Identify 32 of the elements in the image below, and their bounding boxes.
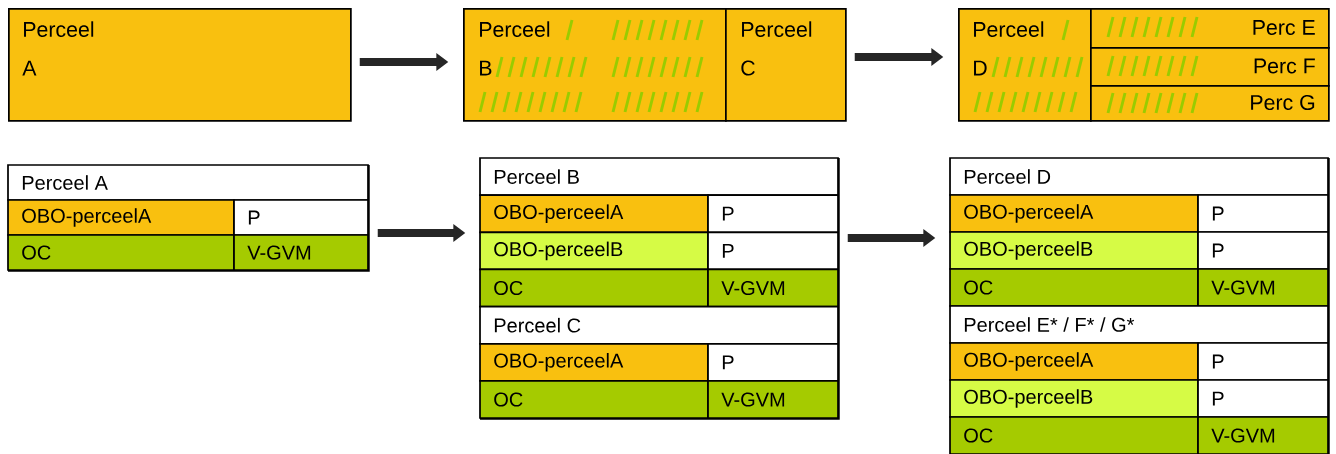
parcel-box: Perceel C: [725, 8, 847, 122]
table-cell: P: [1197, 379, 1329, 418]
parcel-box: Perceel D: [958, 8, 1092, 122]
table-cell: OC: [479, 268, 709, 308]
table-cell: V-GVM: [1197, 268, 1329, 307]
table-cell: V-GVM: [707, 380, 839, 419]
table-cell: OBO-perceelA: [479, 342, 709, 382]
table-cell: OC: [949, 416, 1199, 454]
table-cell: P: [233, 199, 369, 236]
parcel-box: Perc E: [1090, 8, 1330, 49]
table-cell: OC: [7, 234, 235, 271]
table-cell: P: [1197, 194, 1329, 233]
table-cell: OBO-perceelA: [479, 194, 709, 234]
table-cell: OBO-perceelA: [949, 342, 1199, 381]
table-cell: OBO-perceelB: [479, 231, 709, 271]
parcel-box: Perceel A: [8, 8, 352, 122]
table-cell: P: [1197, 231, 1329, 270]
table-cell: OBO-perceelB: [949, 231, 1199, 270]
table-cell: P: [707, 342, 839, 382]
table-cell: V-GVM: [1197, 416, 1329, 454]
table-cell: OC: [949, 268, 1199, 307]
table-cell: OBO-perceelA: [7, 199, 235, 236]
parcel-box: Perc G: [1090, 85, 1330, 122]
table-cell: OBO-perceelB: [949, 379, 1199, 418]
table-cell: P: [707, 231, 839, 271]
table-cell: P: [1197, 342, 1329, 381]
table-cell: OC: [479, 380, 709, 419]
table-cell: V-GVM: [707, 268, 839, 308]
table-cell: V-GVM: [233, 234, 369, 271]
parcel-box: Perc F: [1090, 47, 1330, 87]
table-cell: P: [707, 194, 839, 234]
table-cell: OBO-perceelA: [949, 194, 1199, 233]
